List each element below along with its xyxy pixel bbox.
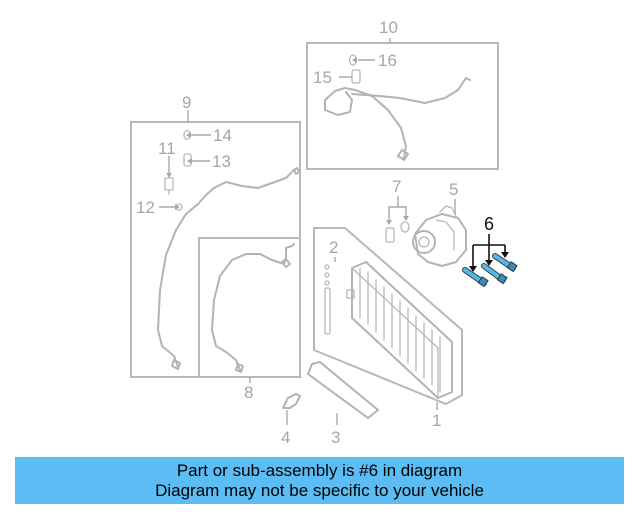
condenser-1: [346, 261, 453, 399]
callout-9: 9: [182, 93, 191, 112]
suction-hose-10: [324, 77, 471, 161]
bracket-4: [282, 393, 301, 409]
bolt-6b: [481, 263, 508, 285]
bolt-6c: [492, 253, 518, 273]
banner-line-part: Part or sub-assembly is #6 in diagram: [176, 460, 463, 480]
info-banner: Part or sub-assembly is #6 in diagram Di…: [15, 457, 624, 504]
compressor-5: [412, 205, 467, 267]
callout-10: 10: [379, 18, 398, 37]
banner-line-disclaimer: Diagram may not be specific to your vehi…: [155, 480, 484, 500]
callout-14: 14: [213, 126, 232, 145]
callout-11: 11: [158, 139, 176, 158]
compressor-bolts-6: [462, 253, 518, 288]
callout-13: 13: [212, 152, 231, 171]
callout-8: 8: [244, 383, 253, 402]
callout-5: 5: [449, 180, 458, 199]
callout-6: 6: [484, 214, 494, 234]
seal-3: [307, 361, 379, 419]
callout-12: 12: [136, 198, 155, 217]
leader-arrowheads: [166, 57, 409, 225]
receiver-drier-2: [324, 264, 331, 335]
callout-1: 1: [432, 411, 441, 430]
liquid-line-8: [211, 243, 295, 373]
callout-7: 7: [392, 177, 401, 196]
bolt-7: [385, 221, 410, 243]
callout-4: 4: [281, 428, 290, 447]
leader-lines: [159, 38, 456, 425]
callout-2: 2: [329, 238, 338, 257]
pressure-switch-11: [164, 177, 174, 195]
condenser-box-1: [313, 227, 463, 406]
valve-cap-15: [351, 69, 361, 84]
callout-15: 15: [313, 68, 332, 87]
liquid-line-9: [157, 167, 300, 370]
bolt-6a: [462, 267, 489, 288]
callout-16: 16: [378, 51, 397, 70]
leader-lines-6: [469, 234, 509, 272]
callout-3: 3: [331, 428, 340, 447]
group-box-10: [306, 42, 499, 170]
parts-diagram: 10 16 15 9 14 11 13 12 7 5 6 2 8 1 4 3: [130, 18, 518, 447]
